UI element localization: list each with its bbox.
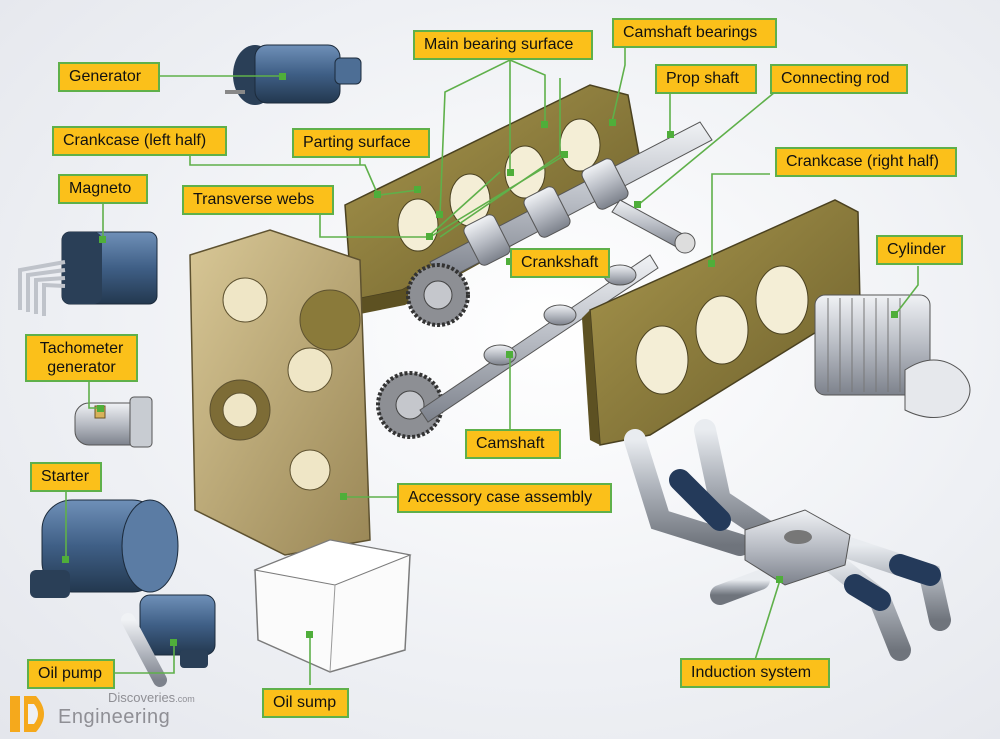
cylinder [814, 294, 971, 418]
label-camshaft: Camshaft [465, 429, 561, 459]
label-cylinder: Cylinder [876, 235, 963, 265]
tachometer-generator [74, 396, 153, 448]
label-accessory-case-assembly: Accessory case assembly [397, 483, 612, 513]
label-oil-sump: Oil sump [262, 688, 349, 718]
accessory-case-assembly [189, 229, 371, 556]
crank-gear [406, 263, 470, 327]
label-crankcase-right-half: Crankcase (right half) [775, 147, 957, 177]
label-crankshaft: Crankshaft [510, 248, 610, 278]
label-starter: Starter [30, 462, 102, 492]
starter [30, 499, 179, 598]
oil-sump [253, 539, 412, 673]
magneto [18, 231, 158, 316]
label-crankcase-left-half: Crankcase (left half) [52, 126, 227, 156]
label-magneto: Magneto [58, 174, 148, 204]
label-parting-surface: Parting surface [292, 128, 430, 158]
label-tachometer-generator: Tachometer generator [25, 334, 138, 382]
camshaft [419, 254, 659, 423]
label-generator: Generator [58, 62, 160, 92]
brand-discoveries: Discoveries.com [108, 690, 195, 705]
discoveries-logo-icon [10, 696, 44, 732]
generator [225, 44, 362, 105]
crankcase-right-half [582, 199, 861, 446]
label-induction-system: Induction system [680, 658, 830, 688]
label-transverse-webs: Transverse webs [182, 185, 334, 215]
label-main-bearing-surface: Main bearing surface [413, 30, 593, 60]
oil-pump [121, 594, 216, 687]
connecting-rod [611, 199, 696, 254]
brand-watermark: Discoveries.com Engineering [10, 688, 230, 734]
label-connecting-rod: Connecting rod [770, 64, 908, 94]
brand-engineering: Engineering [58, 706, 171, 728]
label-prop-shaft: Prop shaft [655, 64, 757, 94]
leader-dots [62, 73, 898, 646]
crankshaft-prop-shaft [429, 121, 713, 283]
induction-plenum [744, 509, 851, 586]
label-camshaft-bearings: Camshaft bearings [612, 18, 777, 48]
label-oil-pump: Oil pump [27, 659, 115, 689]
